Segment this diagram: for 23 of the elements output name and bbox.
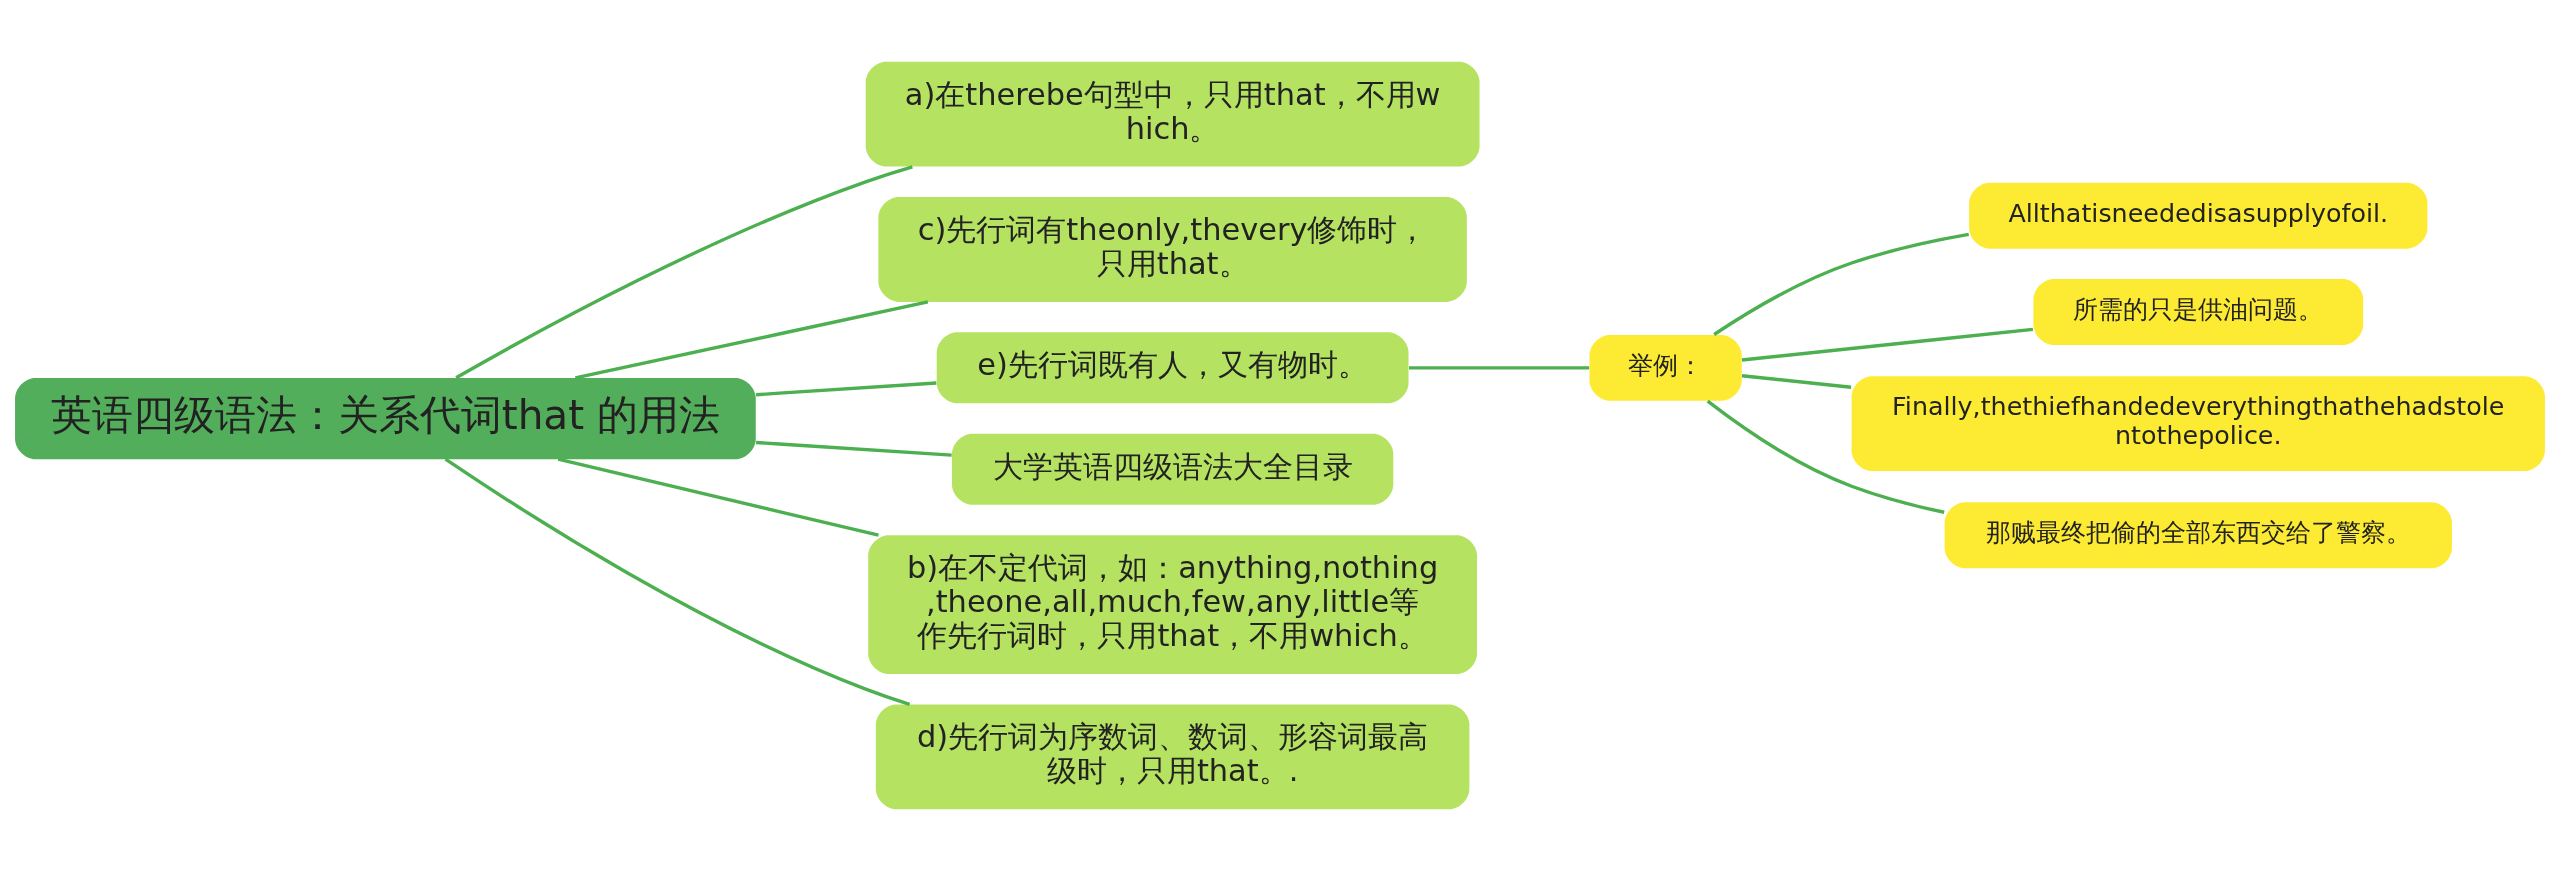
node-box: e)先行词既有人，又有物时。	[936, 332, 1409, 404]
node-box: a)在therebe句型中，只用that，不用which。	[865, 61, 1480, 167]
node-box: c)先行词有theonly,thevery修饰时，只用that。	[878, 197, 1467, 302]
node-box: d)先行词为序数词、数词、形容词最高级时，只用that。.	[875, 704, 1470, 810]
node-box: 举例：	[1589, 334, 1742, 401]
connector	[1706, 399, 1945, 514]
connector	[455, 165, 913, 380]
node-box: 大学英语四级语法大全目录	[951, 433, 1394, 505]
connector	[1409, 366, 1590, 370]
node-box: Allthatisneededisasupplyofoil.	[1969, 182, 2428, 249]
connector	[755, 440, 952, 457]
node-box: Finally,thethiefhandedeverythingthathehadstolentothepolice.	[1851, 376, 2545, 471]
node-box: 那贼最终把偷的全部东西交给了警察。	[1944, 502, 2452, 569]
connector	[574, 300, 929, 380]
node-box: b)在不定代词，如：anything,nothing,theone,all,much,few,any,little等作先行词时，只用that，不用which。	[868, 535, 1477, 674]
node-box: 所需的只是供油问题。	[2033, 279, 2364, 346]
connector	[557, 457, 879, 537]
connector	[1713, 232, 1969, 336]
node-box: 英语四级语法：关系代词that 的用法	[15, 378, 756, 460]
connector	[1741, 327, 2034, 362]
connector	[1741, 374, 1852, 389]
connector	[755, 381, 937, 397]
connector	[444, 457, 911, 706]
